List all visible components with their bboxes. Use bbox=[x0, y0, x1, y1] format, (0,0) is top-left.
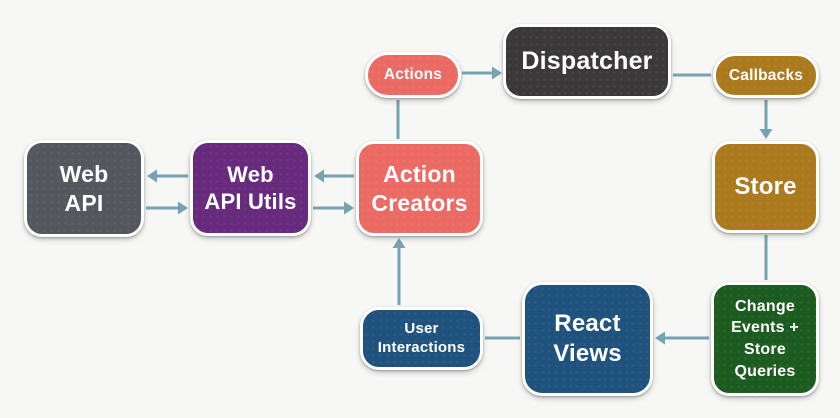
node-web-api-utils: Web API Utils bbox=[190, 140, 311, 236]
node-action-creators: Action Creators bbox=[356, 141, 483, 236]
edge-change-events-to-react-views bbox=[655, 331, 709, 345]
node-dispatcher: Dispatcher bbox=[503, 24, 671, 99]
node-callbacks: Callbacks bbox=[713, 53, 819, 98]
edge-web-api-utils-to-web-api bbox=[147, 169, 188, 183]
edge-action-creators-to-web-api-utils bbox=[314, 169, 354, 183]
node-user-interactions: User Interactions bbox=[360, 307, 483, 370]
node-react-views: React Views bbox=[522, 282, 653, 396]
node-actions: Actions bbox=[365, 52, 461, 98]
node-store: Store bbox=[712, 141, 819, 233]
edge-actions-to-dispatcher bbox=[462, 66, 502, 80]
edge-callbacks-to-store bbox=[759, 100, 773, 139]
edge-web-api-to-web-api-utils bbox=[146, 201, 188, 215]
edge-web-api-utils-to-action-creators bbox=[313, 201, 354, 215]
edge-user-interactions-to-action-creators bbox=[392, 238, 406, 305]
node-web-api: Web API bbox=[24, 140, 144, 237]
node-change-events-store-queries: Change Events + Store Queries bbox=[711, 282, 819, 396]
